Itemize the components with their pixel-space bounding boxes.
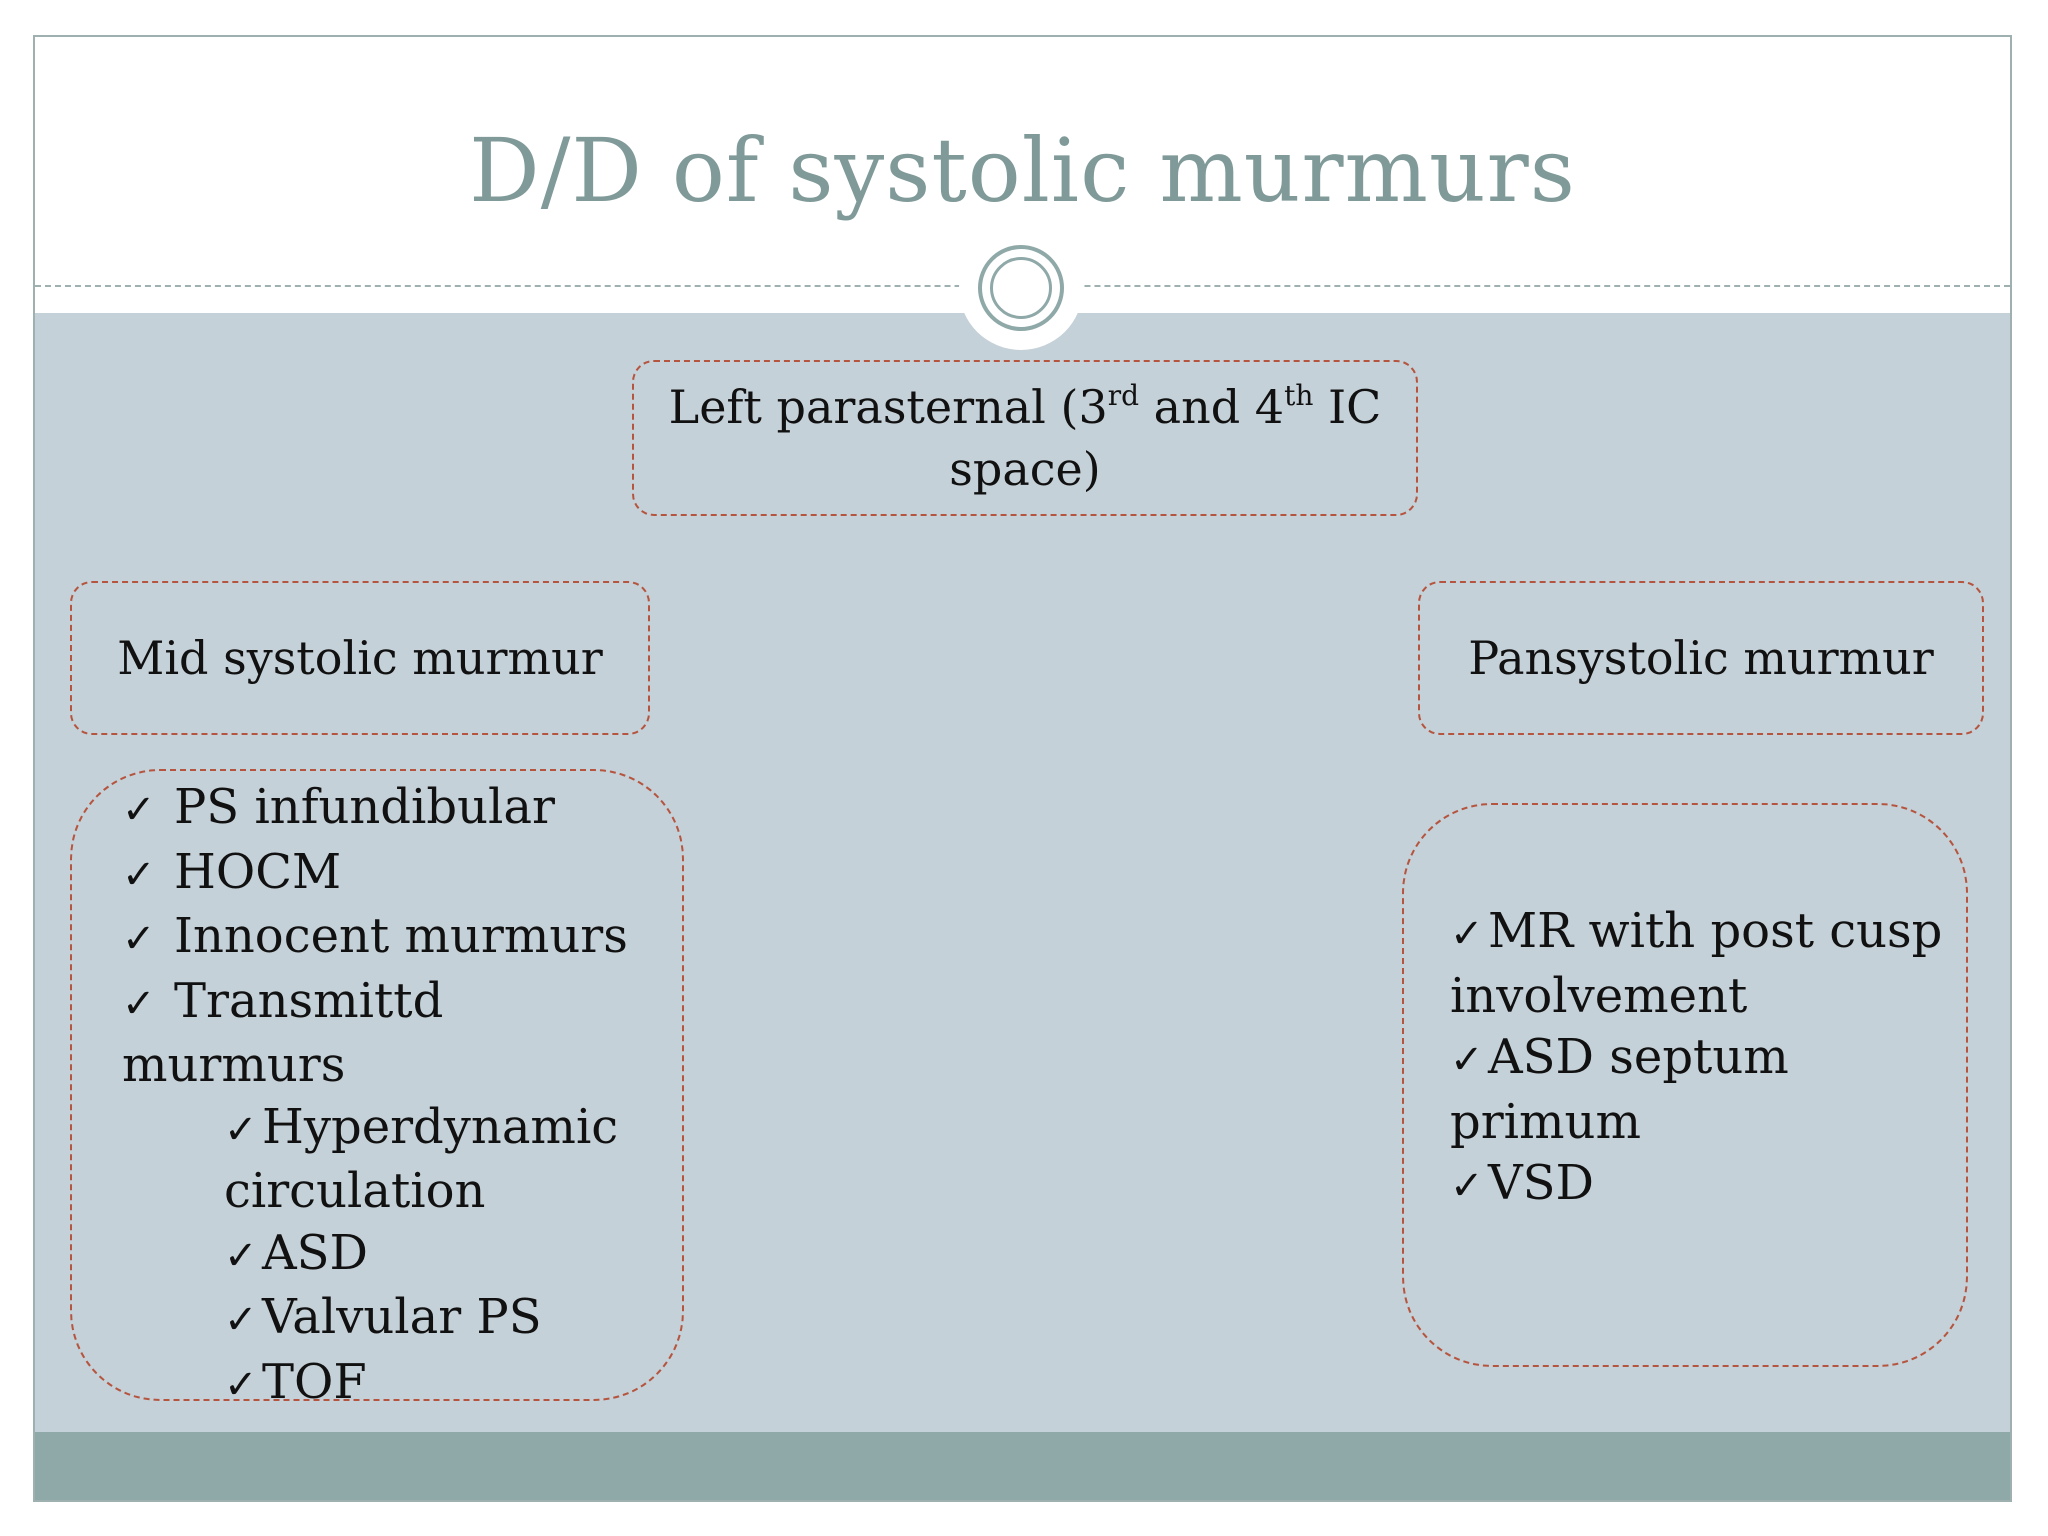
ornament-inner-ring — [990, 257, 1052, 319]
list-item: ✓VSD — [1450, 1153, 1950, 1218]
checkmark-icon: ✓ — [1450, 911, 1484, 957]
slide-title: D/D of systolic murmurs — [469, 119, 1576, 222]
location-text-part2: and 4 — [1139, 380, 1285, 434]
checkmark-icon: ✓ — [1450, 1163, 1484, 1209]
list-item-label: Innocent murmurs — [174, 908, 628, 964]
mid-systolic-heading-box: Mid systolic murmur — [70, 581, 650, 735]
mid-systolic-list-box: ✓ PS infundibular ✓ HOCM ✓ Innocent murmurs… — [70, 769, 684, 1410]
list-item: ✓ Innocent murmurs — [122, 906, 662, 971]
slide: D/D of systolic murmurs Left parasternal… — [33, 35, 2012, 1502]
checkmark-icon: ✓ — [224, 1106, 258, 1153]
mid-systolic-list: ✓ PS infundibular ✓ HOCM ✓ Innocent murmurs… — [122, 777, 662, 1416]
pansystolic-list: ✓MR with post cusp involvement ✓ASD sept… — [1450, 901, 1950, 1218]
list-subitem: ✓Hyperdynamic circulation — [122, 1097, 662, 1223]
list-item: ✓MR with post cusp involvement — [1450, 901, 1950, 1027]
location-box: Left parasternal (3rd and 4th IC space) — [632, 360, 1418, 516]
list-item-label: HOCM — [174, 843, 342, 900]
location-text-part3: IC space) — [949, 380, 1382, 496]
location-sup-th: th — [1284, 379, 1314, 412]
list-subitem: ✓ASD — [122, 1223, 662, 1288]
checkmark-icon: ✓ — [224, 1361, 258, 1408]
checkmark-icon: ✓ — [122, 851, 156, 898]
list-item: ✓ASD septum primum — [1450, 1027, 1950, 1153]
list-item-label: ASD septum primum — [1450, 1029, 1789, 1150]
list-item-label: MR with post cusp involvement — [1450, 903, 1943, 1024]
ornament-outer-ring — [978, 245, 1064, 331]
list-item: ✓Transmittd murmurs — [122, 971, 662, 1097]
list-subitem-label: TOF — [262, 1353, 367, 1410]
footer-bar — [35, 1432, 2010, 1500]
list-subitem: ✓TOF — [122, 1352, 662, 1417]
checkmark-icon: ✓ — [122, 787, 156, 833]
list-subitem-label: Hyperdynamic circulation — [224, 1098, 619, 1220]
pansystolic-heading-box: Pansystolic murmur — [1418, 581, 1984, 735]
list-item-label: Transmittd murmurs — [122, 972, 444, 1094]
circle-ornament-icon — [959, 226, 1083, 350]
checkmark-icon: ✓ — [1450, 1037, 1484, 1083]
content-area — [35, 313, 2010, 1432]
checkmark-icon: ✓ — [224, 1297, 258, 1343]
list-subitem: ✓Valvular PS — [122, 1287, 662, 1352]
list-item: ✓ PS infundibular — [122, 777, 662, 842]
checkmark-icon: ✓ — [122, 980, 156, 1027]
location-text-part1: Left parasternal (3 — [668, 380, 1108, 434]
mid-systolic-heading: Mid systolic murmur — [117, 631, 603, 685]
pansystolic-list-box: ✓MR with post cusp involvement ✓ASD sept… — [1402, 803, 1968, 1367]
checkmark-icon: ✓ — [224, 1232, 258, 1279]
list-item-label: PS infundibular — [174, 779, 555, 835]
checkmark-icon: ✓ — [122, 916, 156, 962]
pansystolic-heading: Pansystolic murmur — [1468, 631, 1934, 685]
list-item-label: VSD — [1488, 1155, 1595, 1211]
location-sup-rd: rd — [1107, 379, 1140, 412]
list-subitem-label: Valvular PS — [262, 1289, 542, 1345]
list-subitem-label: ASD — [262, 1224, 369, 1281]
list-item: ✓ HOCM — [122, 842, 662, 907]
